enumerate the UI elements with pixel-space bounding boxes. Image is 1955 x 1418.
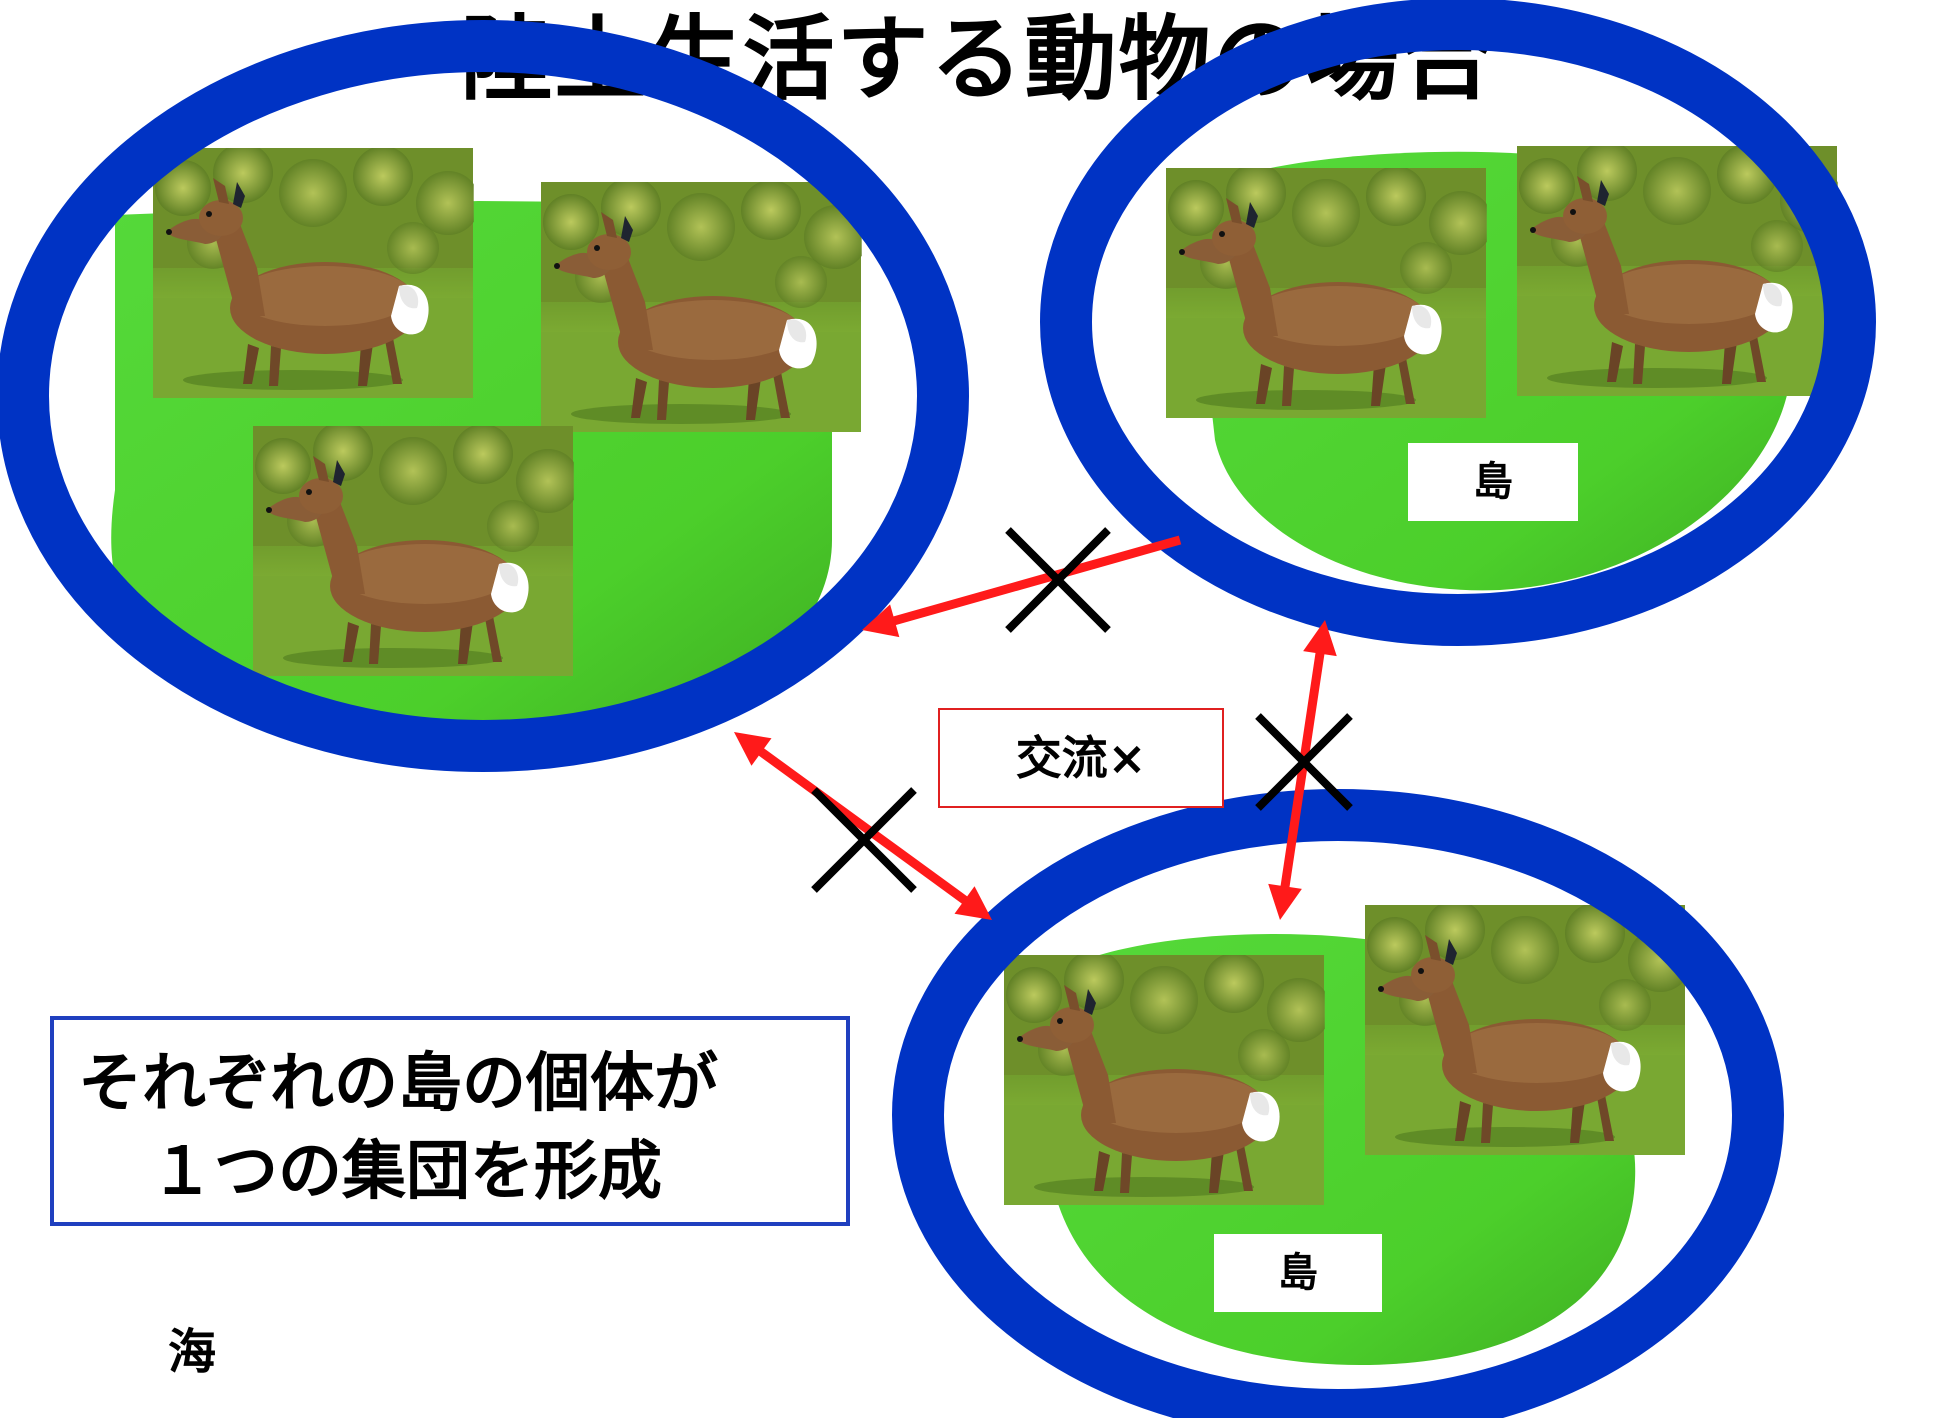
deer-photo: [1166, 168, 1487, 418]
note-box: それぞれの島の個体が １つの集団を形成: [50, 1016, 850, 1226]
island-2: [1040, 0, 1876, 646]
island-3: [892, 789, 1784, 1418]
arrow-line: [755, 746, 971, 906]
island-ring: [0, 20, 969, 772]
island-3-label: 島: [1214, 1234, 1382, 1312]
note-line-1: それぞれの島の個体が: [78, 1047, 718, 1121]
arrow-head: [1268, 883, 1302, 920]
deer-photo: [253, 426, 574, 676]
arrow-line: [889, 535, 1182, 627]
arrow-head: [862, 604, 900, 638]
cross-stroke: [811, 787, 917, 893]
arrow-line: [1279, 649, 1326, 891]
arrow-head: [734, 732, 772, 766]
deer-photo: [153, 148, 474, 398]
arrow-head: [1303, 620, 1337, 657]
arrow-island2-island3: [1268, 620, 1337, 920]
arrow-island2-to-island1: [862, 535, 1182, 638]
arrow-head: [954, 886, 992, 920]
island-2-label: 島: [1408, 443, 1578, 521]
cross-stroke: [1255, 713, 1353, 811]
note-line-2: １つの集団を形成: [150, 1135, 662, 1209]
island-1: [0, 20, 969, 772]
arrow-island1-island3: [734, 732, 992, 920]
deer-photo: [1004, 955, 1325, 1205]
deer-photo: [541, 182, 862, 432]
no-exchange-label: 交流×: [938, 708, 1224, 808]
island-ring: [1040, 0, 1876, 646]
island-ring: [892, 789, 1784, 1418]
cross-mark-top: [1005, 527, 1111, 633]
cross-mark-left: [811, 787, 917, 893]
islands-layer: [0, 0, 1876, 1418]
cross-mark-right: [1255, 713, 1353, 811]
sea-label: 海: [168, 1324, 217, 1380]
cross-stroke: [1005, 527, 1111, 633]
arrows-layer: [734, 527, 1353, 920]
